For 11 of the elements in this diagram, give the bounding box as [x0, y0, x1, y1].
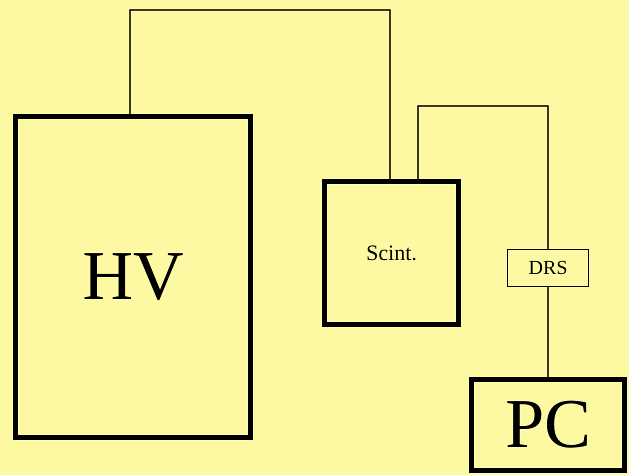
hv-box: [13, 114, 253, 440]
connector-line: [547, 287, 549, 377]
scintillator-box: [322, 179, 461, 327]
drs-label: DRS: [528, 256, 568, 280]
pc-label: PC: [505, 385, 591, 465]
scint-label: Scint.: [366, 240, 417, 266]
pc-box: [469, 377, 627, 473]
drs-box: [507, 249, 589, 287]
connector-line: [417, 105, 549, 249]
connector-line: [129, 9, 391, 179]
hv-label: HV: [82, 237, 184, 317]
